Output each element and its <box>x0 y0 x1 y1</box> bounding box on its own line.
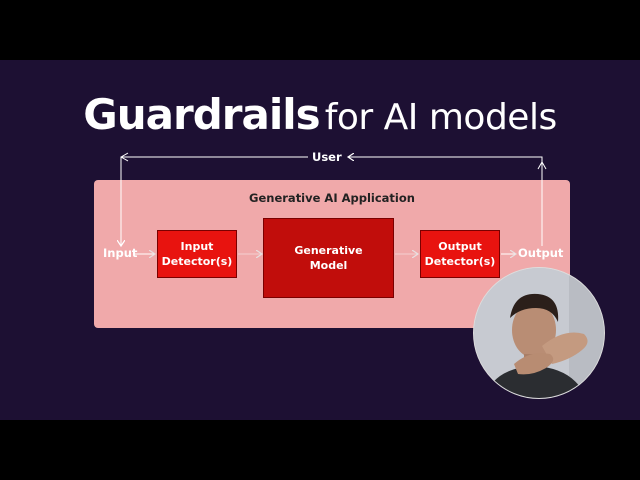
letterbox-bottom <box>0 420 640 480</box>
user-to-input-arrow <box>121 156 308 246</box>
user-start-arrowhead <box>120 152 129 162</box>
output-to-user-arrow <box>348 157 543 246</box>
input-detector-label: Input Detector(s) <box>161 240 233 268</box>
slide-title: Guardrails for AI models <box>0 90 640 139</box>
generative-model-label: Generative Model <box>294 244 363 272</box>
title-bold: Guardrails <box>83 90 320 139</box>
application-title: Generative AI Application <box>249 191 415 205</box>
input-label: Input <box>103 246 138 260</box>
output-detector-label: Output Detector(s) <box>424 240 496 268</box>
output-up-arrowhead <box>537 161 547 170</box>
output-label: Output <box>518 246 564 260</box>
letterbox-top <box>0 0 640 60</box>
presenter-avatar <box>473 267 605 399</box>
output-detector-box: Output Detector(s) <box>420 230 500 278</box>
user-label: User <box>312 150 342 164</box>
slide: Guardrails for AI models Generative AI A… <box>0 60 640 420</box>
generative-model-box: Generative Model <box>263 218 394 298</box>
input-detector-box: Input Detector(s) <box>157 230 237 278</box>
title-light: for AI models <box>324 97 557 138</box>
presenter-webcam-icon <box>474 268 604 398</box>
